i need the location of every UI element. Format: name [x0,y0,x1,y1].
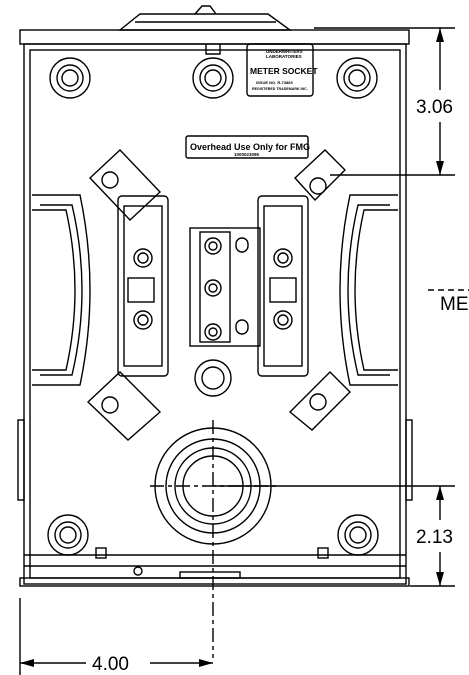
center-hole [194,359,232,397]
plate-title: METER SOCKET [250,66,318,76]
right-bracket [339,194,398,386]
plate-line3: ISSUE NO. R-73883 [256,80,293,85]
plate-brand-line1: UNDERWRITERS [266,49,303,54]
overhead-label: Overhead Use Only for FMG [190,142,310,152]
left-bracket [32,194,91,386]
neutral-block [189,227,261,347]
side-label-text: ME [440,294,469,315]
enclosure [17,29,413,587]
top-hub [118,5,293,31]
mounting-hole-bottom-left [47,514,89,556]
left-jaw-assembly [86,149,169,441]
mounting-hole-top-left [49,57,91,99]
dimension-top-right-text: 3.06 [416,97,453,118]
mounting-hole-bottom-right [337,514,379,556]
overhead-sub: 1000023095 [234,152,260,157]
dimension-bottom-width-text: 4.00 [92,654,129,675]
mounting-hole-top-right [336,57,378,99]
mounting-hole-top-center [192,57,234,99]
right-jaw-assembly [257,149,351,431]
plate-brand-line2: LABORATORIES [266,54,302,59]
dimension-bottom-right-text: 2.13 [416,527,453,548]
plate-line4: REGISTERED TRADEMARK INC. [252,87,308,91]
